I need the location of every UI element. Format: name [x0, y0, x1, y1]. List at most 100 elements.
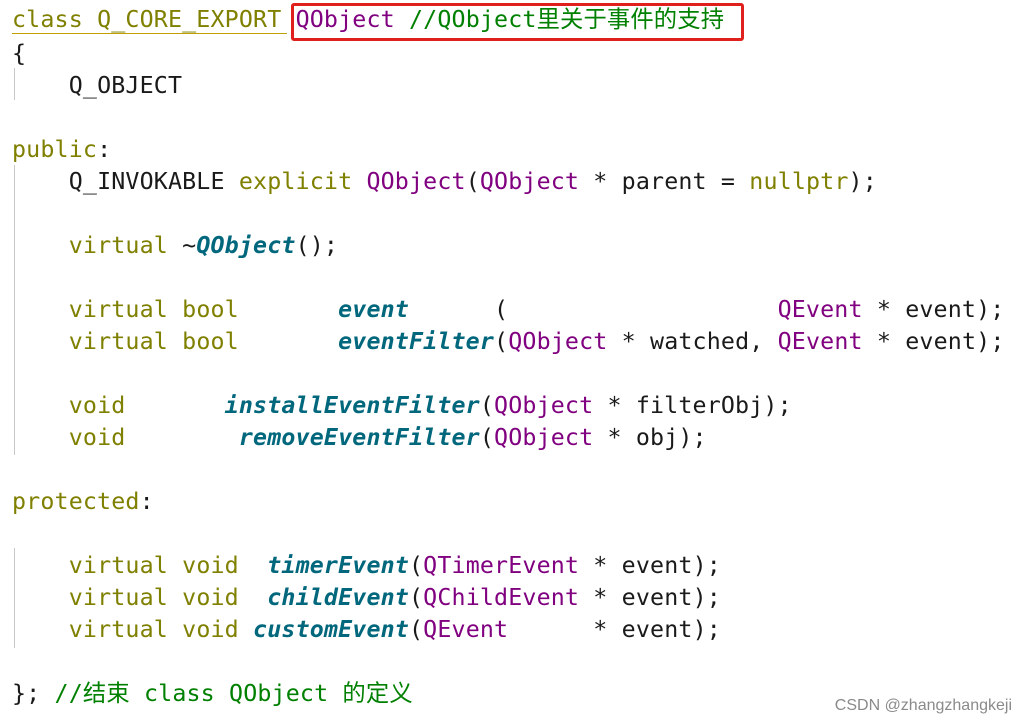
access-protected: protected [12, 488, 140, 515]
function-timer-event: timerEvent [267, 552, 409, 579]
lparen: ( [479, 424, 495, 451]
statement-end: ); [678, 424, 707, 451]
constructor-name: QObject [366, 168, 466, 195]
param-type: QEvent [423, 616, 509, 643]
statement-end: (); [295, 232, 339, 259]
lparen: ( [494, 296, 509, 323]
lparen: ( [479, 392, 495, 419]
statement-end: ); [692, 584, 721, 611]
return-type: bool [182, 296, 239, 323]
code-line-10: void removeEventFilter(QObject * obj); [12, 422, 707, 454]
keyword-virtual: virtual [68, 232, 168, 259]
return-type: void [68, 424, 126, 451]
return-type: void [182, 584, 239, 611]
code-line-1: class Q_CORE_EXPORT QObject //QObject里关于… [12, 4, 724, 36]
class-name: QObject [295, 6, 395, 33]
pointer: * [876, 296, 892, 323]
colon: : [97, 136, 112, 163]
pointer: * [607, 424, 622, 451]
code-line-2: { [12, 38, 26, 70]
keyword-virtual: virtual [68, 584, 168, 611]
param-type: QObject [479, 168, 580, 195]
comment-end-class: //结束 class QObject 的定义 [54, 680, 413, 707]
pointer: * [621, 328, 636, 355]
pointer: * [607, 392, 622, 419]
watermark: CSDN @zhangzhangkeji [834, 697, 1012, 714]
param-type: QChildEvent [423, 584, 580, 611]
statement-end: ); [976, 328, 1005, 355]
code-line-5: Q_INVOKABLE explicit QObject(QObject * p… [12, 166, 877, 198]
statement-end: ); [763, 392, 792, 419]
class-declaration-underline [12, 33, 287, 34]
keyword-virtual: virtual [68, 296, 168, 323]
param-name: event [621, 584, 693, 611]
tilde: ~ [182, 232, 197, 259]
highlight-box [291, 3, 744, 41]
code-line-15: }; //结束 class QObject 的定义 [12, 678, 413, 710]
function-event: event [338, 296, 409, 323]
param-name: event [621, 552, 693, 579]
code-line-6: virtual ~QObject(); [12, 230, 338, 262]
function-custom-event: customEvent [253, 616, 409, 643]
lparen: ( [494, 328, 509, 355]
code-line-11: protected: [12, 486, 154, 518]
keyword-class: class [12, 6, 83, 33]
access-public: public [12, 136, 98, 163]
equals: = [720, 168, 736, 195]
param2-name: event [905, 328, 977, 355]
return-type: void [182, 552, 239, 579]
param-name: filterObj [635, 392, 764, 419]
pointer: * [876, 328, 892, 355]
pointer: * [593, 168, 608, 195]
param-name: event [621, 616, 693, 643]
keyword-explicit: explicit [238, 168, 353, 195]
param-type: QObject [494, 424, 594, 451]
macro-q-invokable: Q_INVOKABLE [68, 168, 225, 195]
lparen: ( [465, 168, 480, 195]
param2-type: QEvent [777, 328, 863, 355]
return-type: void [182, 616, 239, 643]
keyword-virtual: virtual [68, 328, 168, 355]
function-remove-event-filter: removeEventFilter [238, 424, 480, 451]
lparen: ( [408, 616, 424, 643]
pointer: * [593, 616, 608, 643]
param-type: QEvent [777, 296, 863, 323]
keyword-virtual: virtual [68, 552, 168, 579]
param-name: event [905, 296, 977, 323]
pointer: * [593, 584, 608, 611]
code-line-7: virtual bool event ( QEvent * event); [12, 294, 1005, 326]
destructor-name: QObject [196, 232, 296, 259]
colon: : [139, 488, 154, 515]
indent-guide-class-body [14, 68, 15, 100]
indent-guide-protected [14, 548, 15, 648]
lparen: ( [408, 584, 424, 611]
code-line-3: Q_OBJECT [12, 70, 182, 102]
code-line-9: void installEventFilter(QObject * filter… [12, 390, 792, 422]
statement-end: ); [848, 168, 877, 195]
param-type: QObject [494, 392, 594, 419]
param1-type: QObject [508, 328, 608, 355]
code-line-4: public: [12, 134, 111, 166]
comment-event-support: //QObject里关于事件的支持 [408, 6, 725, 33]
function-install-event-filter: installEventFilter [224, 392, 480, 419]
keyword-virtual: virtual [68, 616, 168, 643]
statement-end: ); [692, 552, 721, 579]
indent-guide-public [14, 165, 15, 455]
brace-close: }; [12, 680, 41, 707]
code-line-14: virtual void customEvent(QEvent * event)… [12, 614, 721, 646]
return-type: bool [182, 328, 239, 355]
function-child-event: childEvent [267, 584, 409, 611]
brace-open: { [12, 40, 27, 67]
statement-end: ); [692, 616, 721, 643]
code-line-8: virtual bool eventFilter(QObject * watch… [12, 326, 1005, 358]
statement-end: ); [976, 296, 1005, 323]
function-event-filter: eventFilter [338, 328, 495, 355]
pointer: * [593, 552, 608, 579]
code-line-12: virtual void timerEvent(QTimerEvent * ev… [12, 550, 721, 582]
macro-core-export: Q_CORE_EXPORT [97, 6, 282, 33]
param-name: parent [621, 168, 707, 195]
param-name: obj [635, 424, 679, 451]
param-type: QTimerEvent [423, 552, 580, 579]
code-line-13: virtual void childEvent(QChildEvent * ev… [12, 582, 721, 614]
